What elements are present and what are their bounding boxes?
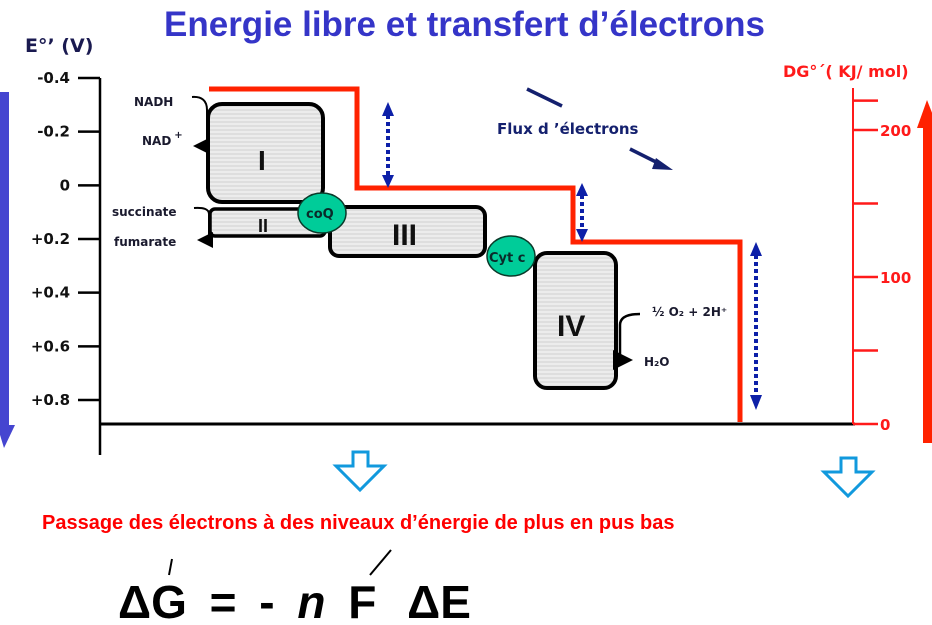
succinate-bracket	[193, 206, 213, 248]
complex-III-label: III	[392, 219, 417, 252]
hollow-down-arrow-icon	[332, 450, 388, 493]
down-arrow-icon	[0, 92, 15, 448]
hollow-down-arrow-icon	[820, 456, 876, 499]
formula-prime-f	[369, 549, 392, 576]
delta-g-arrow-3	[750, 242, 762, 410]
coq-label: coQ	[306, 207, 334, 222]
left-axis-tick-label: +0.2	[31, 230, 70, 248]
water-label: H₂O	[644, 355, 670, 369]
nadh-bracket	[191, 95, 209, 154]
left-axis-tick-label: -0.2	[37, 123, 70, 141]
complex-I-label: I	[258, 145, 266, 176]
left-axis-tick-label: +0.6	[31, 337, 70, 355]
right-axis-tick-label: 0	[880, 416, 890, 434]
fumarate-label: fumarate	[114, 235, 176, 249]
left-axis-tick-label: -0.4	[37, 69, 70, 87]
left-axis-tick-label: +0.4	[31, 284, 70, 302]
oxygen-label: ½ O₂ + 2H⁺	[652, 305, 727, 319]
complex-IV-label: IV	[557, 310, 585, 343]
complex-I: I	[206, 102, 325, 204]
flux-arrow-upper	[526, 87, 563, 108]
nad-label: NAD+	[142, 130, 183, 148]
formula-minus: -	[259, 576, 274, 625]
formula-equals: =	[210, 576, 237, 625]
formula-delta-e: ΔE	[407, 576, 471, 625]
up-arrow-icon	[917, 100, 932, 443]
svg-text:ΔG = - n: ΔG = - n F ΔE	[118, 576, 471, 625]
right-axis-tick-label: 100	[880, 269, 911, 287]
right-axis-tick-label: 200	[880, 122, 911, 140]
delta-g-arrow-2	[576, 183, 588, 242]
cytc-label: Cyt c	[489, 251, 525, 266]
formula: ΔG = - n F ΔE	[118, 549, 471, 625]
formula-f: F	[348, 576, 376, 625]
flux-label: Flux d ’électrons	[497, 120, 639, 138]
left-axis-tick-label: 0	[60, 176, 70, 194]
complex-IV: IV	[533, 251, 618, 390]
formula-prime-g	[168, 558, 173, 576]
delta-g-arrow-1	[382, 102, 394, 188]
coq-carrier: coQ	[297, 192, 347, 234]
flux-arrow-icon	[629, 147, 673, 170]
formula-delta-g: ΔG	[118, 576, 187, 625]
left-axis-label: E°’ (V)	[25, 35, 93, 57]
page-title: Energie libre et transfert d’électrons	[164, 5, 765, 44]
complex-III: III	[328, 205, 487, 258]
energy-level-line	[209, 86, 743, 422]
left-axis-tick-label: +0.8	[31, 391, 70, 409]
right-axis-label: DG°´( KJ/ mol)	[783, 62, 909, 81]
complex-II-label: II	[258, 216, 268, 236]
nadh-label: NADH	[134, 95, 173, 109]
cytc-carrier: Cyt c	[486, 235, 536, 277]
formula-n: n	[297, 576, 325, 625]
oxygen-bracket	[613, 312, 641, 370]
succinate-label: succinate	[112, 205, 177, 219]
caption: Passage des électrons à des niveaux d’én…	[42, 512, 674, 534]
